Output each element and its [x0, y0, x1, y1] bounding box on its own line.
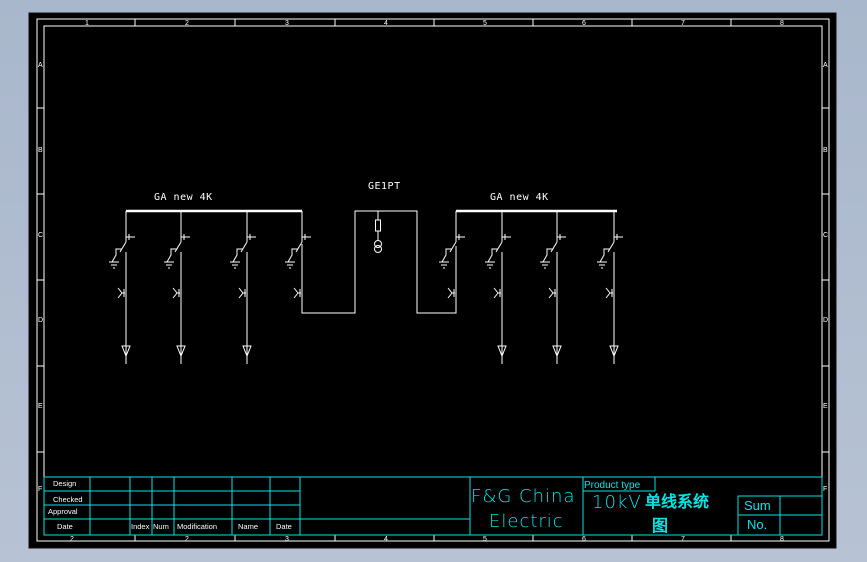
frame-column-number: 5	[483, 20, 487, 27]
frame-column-number: 3	[285, 20, 289, 27]
num-label: Num	[153, 522, 169, 531]
date-label: Date	[57, 522, 73, 531]
bus-tie-connection	[301, 210, 457, 314]
feeder-bay	[485, 211, 511, 364]
frame-column-number: 1	[85, 20, 89, 27]
title-block	[43, 476, 823, 536]
frame-column-number: 7	[681, 20, 685, 27]
frame-row-letter: A	[38, 62, 43, 69]
sheet-background	[28, 12, 837, 549]
feeder-bay	[230, 211, 256, 364]
modification-label: Modification	[177, 522, 217, 531]
checked-label: Checked	[53, 495, 83, 504]
frame-row-letter: C	[823, 232, 828, 239]
product-type-label: Product type	[584, 480, 641, 491]
drawing-title-cn-line2: 图	[652, 516, 668, 535]
company-name-line2: Electric	[489, 511, 564, 532]
frame-column-number: 8	[780, 20, 784, 27]
design-label: Design	[53, 479, 76, 488]
number-label: No.	[747, 517, 767, 532]
left-bus-label: GA new 4K	[154, 192, 213, 203]
feeder-bay	[540, 211, 566, 364]
feeder-bay	[439, 211, 465, 313]
frame-row-letter: E	[38, 403, 43, 410]
sum-label: Sum	[744, 498, 771, 513]
frame-column-number: 6	[582, 20, 586, 27]
company-name-line1: F&G China	[471, 486, 575, 507]
frame-column-number: 6	[582, 536, 586, 543]
frame-column-number: 5	[483, 536, 487, 543]
feeder-bay	[285, 211, 311, 313]
drawing-title-prefix: 10kV	[592, 492, 642, 513]
frame-row-letter: B	[38, 147, 43, 154]
name-label: Name	[238, 522, 258, 531]
frame-row-letter: B	[823, 147, 828, 154]
approval-label: Approval	[48, 507, 78, 516]
frame-column-number: 2	[185, 536, 189, 543]
frame-row-letter: C	[38, 232, 43, 239]
frame-row-letter: F	[38, 486, 42, 493]
frame-row-letter: A	[823, 62, 828, 69]
index-label: Index	[131, 522, 150, 531]
frame-column-number: 4	[384, 20, 388, 27]
feeder-bay	[164, 211, 190, 364]
frame-row-letter: D	[823, 317, 828, 324]
feeder-bay	[109, 211, 135, 364]
frame-column-number: 8	[780, 536, 784, 543]
frame-column-number: 7	[681, 536, 685, 543]
right-bus-label: GA new 4K	[490, 192, 549, 203]
frame-column-number: 2	[185, 20, 189, 27]
single-line-diagram	[109, 209, 623, 364]
pt-label: GE1PT	[368, 181, 401, 192]
frame-column-number: 3	[285, 536, 289, 543]
voltage-transformer-icon	[374, 211, 382, 253]
frame-row-letter: E	[823, 403, 828, 410]
frame-row-letter: D	[38, 317, 43, 324]
frame-row-letter: F	[823, 486, 827, 493]
drawing-title-cn: 单线系统	[645, 492, 709, 511]
feeder-bay	[597, 211, 623, 364]
frame-column-number: 2	[70, 536, 74, 543]
frame-column-number: 4	[384, 536, 388, 543]
date-column-label: Date	[276, 522, 292, 531]
